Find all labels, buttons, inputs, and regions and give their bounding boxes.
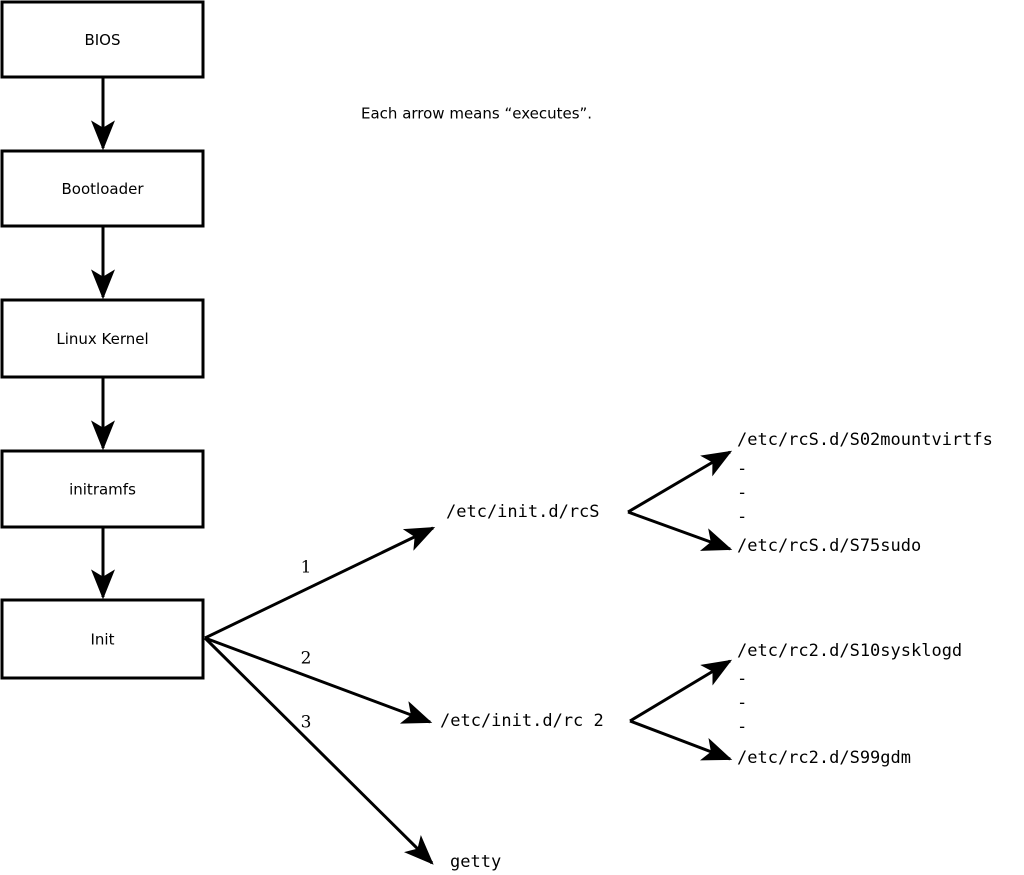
box-outline-bios xyxy=(0,0,205,79)
box-label-initramfs: initramfs xyxy=(69,481,136,499)
rcS-scripts-ellipsis-mark: - xyxy=(737,483,747,503)
rc2-scripts-ellipsis-mark: - xyxy=(737,693,747,713)
process-box-bios: BIOS xyxy=(0,0,205,79)
box-outline-init xyxy=(0,598,205,680)
box-outline-kernel xyxy=(0,298,205,379)
rc2-scripts-label-last: /etc/rc2.d/S99gdm xyxy=(737,748,911,768)
rcS-scripts-arrow-first xyxy=(627,450,733,514)
legend-note: Each arrow means “executes”. xyxy=(361,105,592,123)
rcS-scripts-ellipsis-mark: - xyxy=(737,459,747,479)
branch-number-2: 2 xyxy=(301,649,312,669)
rc2-scripts-ellipsis-mark: - xyxy=(737,717,747,737)
init-branch-arrow-1 xyxy=(204,526,436,640)
script-fan-arrows: /etc/rcS.d/S02mountvirtfs/etc/rcS.d/S75s… xyxy=(627,430,993,768)
init-branch-arrow-3 xyxy=(203,636,434,865)
branch-target-label-1: /etc/init.d/rcS xyxy=(446,502,600,522)
rcS-scripts-ellipsis-mark: - xyxy=(737,507,747,527)
box-label-kernel: Linux Kernel xyxy=(56,330,148,348)
process-box-bootloader: Bootloader xyxy=(0,149,205,228)
process-box-kernel: Linux Kernel xyxy=(0,298,205,379)
branch-number-1: 1 xyxy=(301,558,312,578)
init-branch-arrows: 1/etc/init.d/rcS 2/etc/init.d/rc 2 3 getty xyxy=(203,502,604,872)
rcS-scripts-label-first: /etc/rcS.d/S02mountvirtfs xyxy=(737,430,993,450)
process-box-init: Init xyxy=(0,598,205,680)
rcS-scripts-label-last: /etc/rcS.d/S75sudo xyxy=(737,536,921,556)
rcS-scripts-arrow-last xyxy=(627,510,733,551)
branch-target-label-3: getty xyxy=(450,852,501,872)
rc2-scripts-arrow-last xyxy=(629,719,733,761)
box-outline-initramfs xyxy=(0,449,205,529)
rc2-scripts-ellipsis-mark: - xyxy=(737,669,747,689)
process-box-initramfs: initramfs xyxy=(0,449,205,529)
box-label-bootloader: Bootloader xyxy=(62,180,145,198)
branch-number-3: 3 xyxy=(301,713,312,733)
box-label-init: Init xyxy=(91,631,115,649)
init-branch-arrow-2 xyxy=(204,636,433,724)
rc2-scripts-label-first: /etc/rc2.d/S10sysklogd xyxy=(737,641,962,661)
rc2-scripts-arrow-first xyxy=(629,659,733,723)
box-label-bios: BIOS xyxy=(84,31,120,49)
branch-target-label-2: /etc/init.d/rc 2 xyxy=(440,711,604,731)
